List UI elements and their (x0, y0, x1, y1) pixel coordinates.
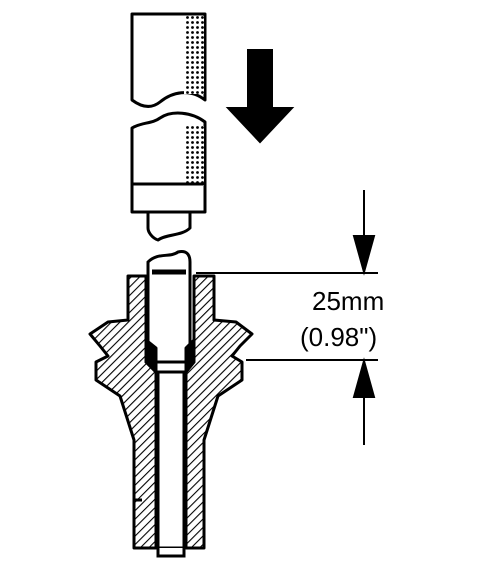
guide-stem-bottom (156, 548, 186, 558)
dimension-inch-label: (0.98") (300, 322, 377, 352)
valve-guide-installer-tool (130, 12, 207, 242)
dimension-mm-label: 25mm (312, 286, 384, 316)
arrow-down-icon (225, 49, 295, 144)
handle-knurl-upper (184, 16, 204, 94)
valve-guide (146, 250, 192, 364)
guide-stem (156, 370, 186, 550)
guide-bore (134, 370, 186, 558)
arrow-down-dimension-icon (352, 235, 376, 276)
valve-seat-right (184, 338, 196, 374)
arrow-up-dimension-icon (352, 357, 376, 398)
installer-pilot (146, 210, 192, 242)
cylinder-head-left (88, 274, 158, 550)
valve-seat-left (144, 338, 158, 374)
dimension-annotation (196, 190, 378, 445)
cylinder-head-right (184, 274, 254, 550)
handle-knurl-lower (184, 126, 204, 186)
cylinder-head-section (88, 274, 254, 550)
valve-guide-top (146, 250, 192, 364)
